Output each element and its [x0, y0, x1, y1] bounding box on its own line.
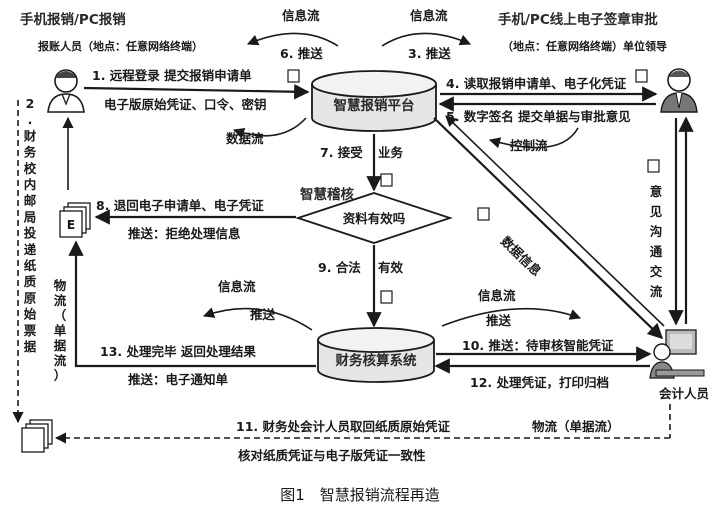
electronic-document-icon: E: [59, 202, 91, 238]
right-role-subtitle: （地点：任意网络终端）单位领导: [502, 39, 667, 53]
right-role-title: 手机/PC线上电子签章审批: [498, 11, 658, 28]
data-flow-label: 数据流: [225, 131, 264, 146]
step-1-label: 1. 远程登录 提交报销申请单: [92, 68, 252, 83]
step-8-push-label: 推送：拒绝处理信息: [128, 226, 241, 241]
step-9-label: 9. 合法: [318, 260, 361, 275]
s2side-text: 物流（单据流）: [54, 278, 67, 383]
step-1-arrow: [83, 84, 310, 100]
platform-label: 智慧报销平台: [334, 97, 415, 114]
step-13-push-label: 推送：电子通知单: [128, 372, 229, 387]
step-10-info-label: 信息流: [478, 288, 516, 303]
leader-person-icon: [660, 68, 698, 113]
step-3-label: 3. 推送: [408, 46, 451, 61]
step-5-label: 5. 数字签名 提交单据与审批意见: [446, 109, 631, 124]
document-icon: [380, 173, 393, 187]
accountant-person-icon: [649, 329, 705, 379]
info-flow-arc-left: [246, 32, 339, 47]
step-10-push-label: 推送: [486, 313, 512, 328]
finance-label: 财务核算系统: [335, 352, 417, 369]
step-12-label: 12. 处理凭证，打印归档: [470, 375, 609, 390]
data-info-label: 数据信息: [497, 233, 544, 280]
smart-reimbursement-platform: 智慧报销平台: [311, 70, 437, 132]
step-4-label: 4. 读取报销申请单、电子化凭证: [446, 76, 627, 91]
paper-document-stack-icon: [21, 419, 53, 453]
decision-question: 资料有效吗: [343, 211, 406, 226]
left-role-title: 手机报销/PC报销: [20, 11, 126, 28]
left-info-flow-label: 信息流: [218, 279, 256, 294]
step-7-label: 7. 接受: [320, 145, 363, 160]
step-10-label: 10. 推送：待审核智能凭证: [462, 338, 614, 353]
info-flow-arc-right: [381, 32, 472, 47]
step-2-side-label: 物流（单据流）: [54, 278, 67, 383]
info-flow-label-right: 信息流: [410, 8, 448, 23]
accountant-label: 会计人员: [659, 386, 710, 401]
step-7-detail: 业务: [378, 145, 404, 160]
reporter-person-icon: [47, 69, 85, 113]
document-icon: [635, 69, 648, 83]
info-flow-label-left: 信息流: [282, 8, 320, 23]
optext-text: 意见沟通交流: [650, 184, 663, 299]
step-9-detail: 有效: [378, 260, 404, 275]
document-icon: [477, 207, 490, 221]
document-icon: [380, 290, 393, 304]
step-10-info-arc: [441, 307, 582, 327]
step-2-vertical-label: 2.财务校内邮局投递纸质原始票据: [23, 96, 37, 354]
s2text-text: 2.财务校内邮局投递纸质原始票据: [23, 96, 37, 354]
left-role-subtitle: 报账人员（地点：任意网络终端）: [38, 39, 203, 53]
finance-accounting-system: 财务核算系统: [317, 327, 435, 383]
step-13-label: 13. 处理完毕 返回处理结果: [100, 344, 256, 359]
control-flow-arc: [488, 127, 579, 149]
document-letter: E: [67, 217, 76, 232]
left-info-flow-arc: [202, 307, 313, 331]
validity-decision-diamond: [295, 192, 453, 244]
step-11-label: 11. 财务处会计人员取回纸质原始凭证: [236, 419, 450, 434]
data-info-arrow-up: [445, 115, 665, 327]
step-8-label: 8. 退回电子申请单、电子凭证: [96, 198, 264, 213]
step-11-detail: 核对纸质凭证与电子版凭证一致性: [238, 448, 426, 463]
control-flow-label: 控制流: [510, 138, 548, 153]
figure-caption: 图1 智慧报销流程再造: [280, 486, 440, 504]
data-flow-arc: [232, 117, 307, 139]
step-11-side-label: 物流（单据流）: [532, 419, 620, 434]
left-push-label: 推送: [250, 307, 276, 322]
data-info-arrow-down: [433, 117, 664, 340]
opinion-vertical-label: 意见沟通交流: [650, 184, 663, 299]
smart-audit-label: 智慧稽核: [300, 186, 354, 203]
step-1-detail: 电子版原始凭证、口令、密钥: [104, 97, 267, 112]
document-icon: [647, 159, 660, 173]
document-icon: [287, 69, 300, 83]
step-6-label: 6. 推送: [280, 46, 323, 61]
step-13-arrow: [68, 240, 316, 368]
